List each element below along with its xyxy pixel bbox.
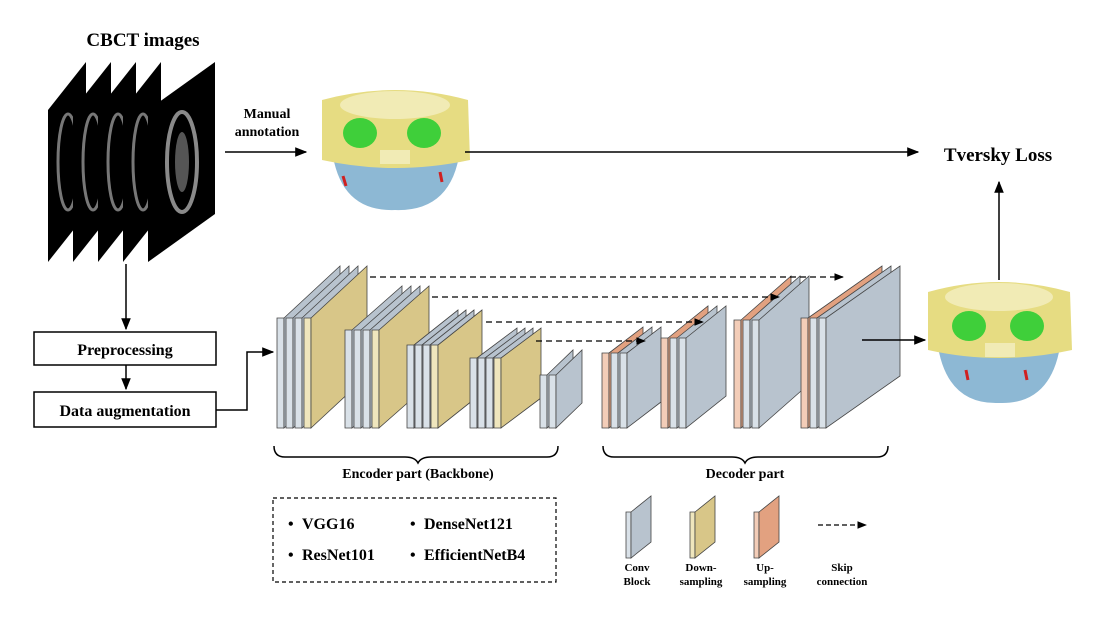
legend-skip-label-2: connection — [817, 576, 868, 588]
legend-skip-label-1: Skip — [831, 562, 852, 574]
bullet: • — [288, 547, 294, 564]
conv-block — [619, 326, 662, 429]
tversky-loss-label: Tversky Loss — [944, 145, 1052, 166]
decoder-brace — [602, 445, 889, 465]
preprocessing-label: Preprocessing — [77, 342, 172, 359]
legend-down-label-2: sampling — [680, 576, 723, 588]
cbct-title: CBCT images — [86, 30, 199, 51]
cbct-slice-stack — [48, 62, 215, 262]
preprocessing-box: Preprocessing — [33, 331, 217, 366]
backbone-options-box: • VGG16 • DenseNet121 • ResNet101 • Effi… — [272, 497, 557, 583]
network-stage — [601, 326, 662, 429]
conv-block — [625, 495, 652, 559]
conv-block — [548, 349, 583, 429]
backbone-option: DenseNet121 — [424, 516, 513, 533]
legend-conv-label-1: Conv — [624, 562, 650, 574]
unet-network — [276, 265, 901, 429]
bullet: • — [410, 547, 416, 564]
encoder-brace — [273, 445, 559, 465]
network-stage — [469, 327, 542, 429]
backbone-option: ResNet101 — [302, 547, 375, 564]
conv-block — [818, 265, 901, 429]
legend — [625, 495, 780, 559]
augmentation-label: Data augmentation — [59, 403, 190, 420]
decoder-label: Decoder part — [706, 467, 785, 482]
skull-render-prediction — [928, 282, 1072, 404]
bullet: • — [288, 516, 294, 533]
legend-up-label-2: sampling — [744, 576, 787, 588]
backbone-option: EfficientNetB4 — [424, 547, 525, 564]
bullet: • — [410, 516, 416, 533]
upsampling-block — [753, 495, 780, 559]
network-stage — [660, 305, 727, 429]
network-stage — [344, 285, 430, 429]
legend-down-label-1: Down- — [685, 562, 717, 574]
legend-conv-label-2: Block — [624, 576, 652, 588]
manual-annotation-line2: annotation — [235, 125, 300, 140]
network-stage — [800, 265, 901, 429]
encoder-label: Encoder part (Backbone) — [342, 467, 494, 482]
network-stage — [539, 349, 583, 429]
downsampling-block — [689, 495, 716, 559]
network-stage — [733, 275, 810, 429]
skull-render-ground-truth — [322, 90, 470, 211]
conv-block — [678, 305, 727, 429]
conv-block — [751, 275, 810, 429]
augmentation-to-network-arrow — [216, 347, 275, 411]
cbct-slice — [148, 62, 215, 262]
legend-up-label-1: Up- — [756, 562, 774, 574]
skip-connections — [370, 273, 844, 345]
network-stage — [406, 309, 483, 429]
manual-annotation-line1: Manual — [244, 107, 291, 122]
backbone-option: VGG16 — [302, 516, 354, 533]
augmentation-box: Data augmentation — [33, 391, 217, 428]
